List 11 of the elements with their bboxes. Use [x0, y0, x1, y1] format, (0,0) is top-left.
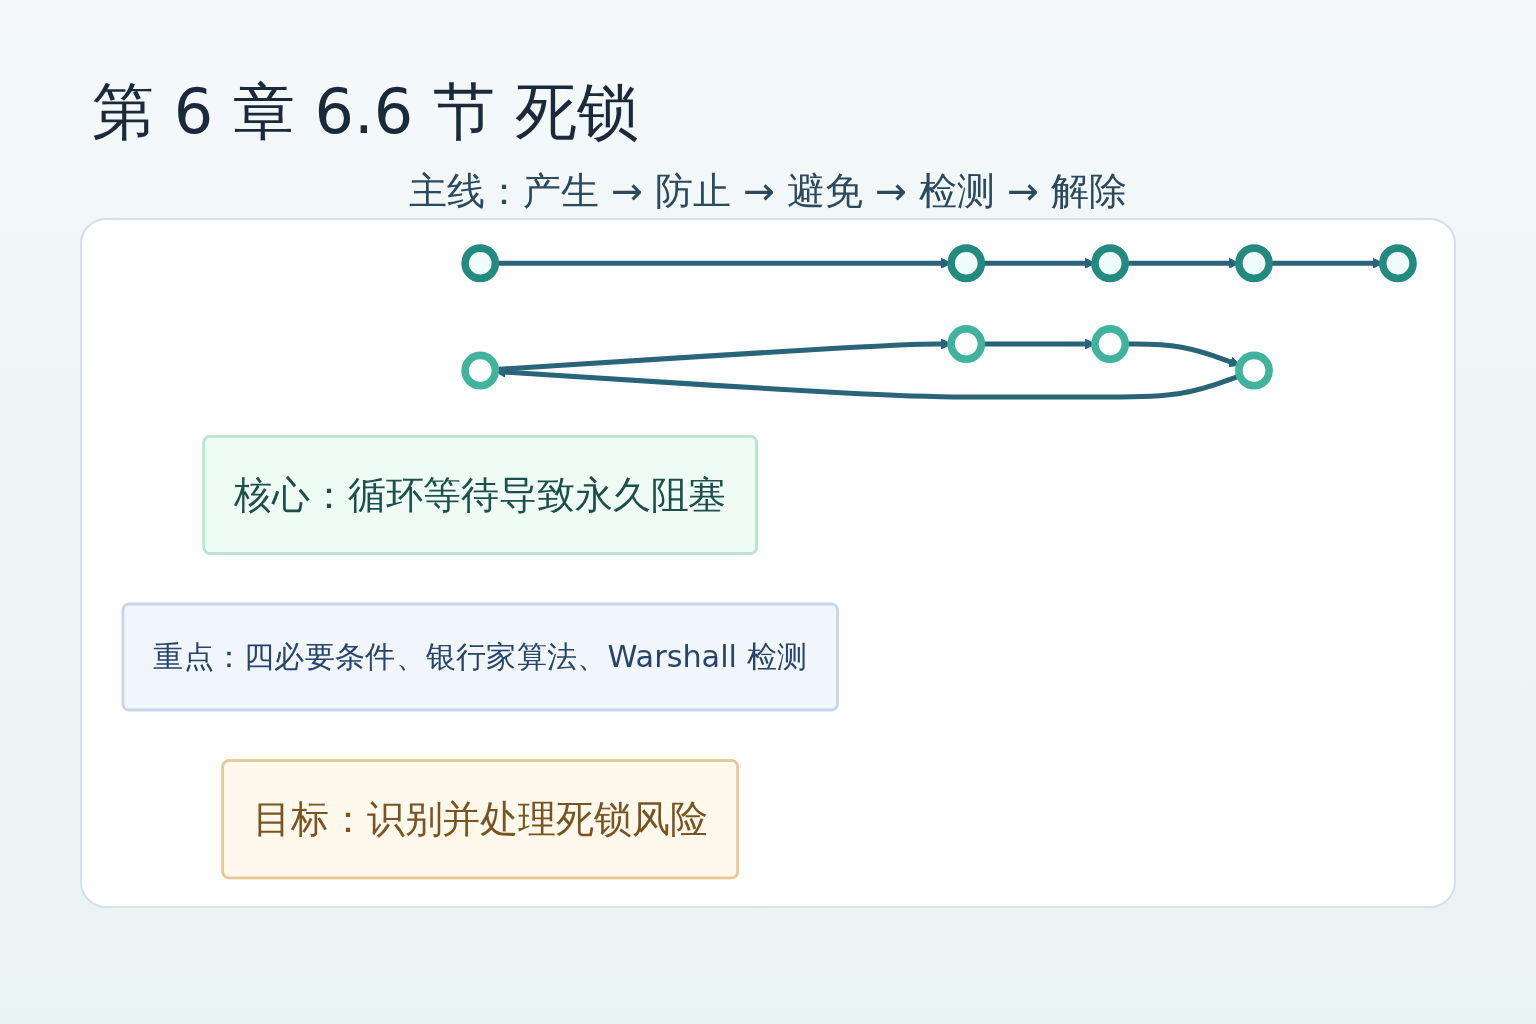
node-circle	[1235, 244, 1273, 283]
node-circle	[947, 244, 986, 283]
title: 第 6 章 6.6 节 死锁	[92, 74, 639, 150]
node-circle	[461, 244, 500, 283]
node-circle	[1378, 244, 1417, 283]
node-circle	[947, 325, 986, 363]
node-circle	[1235, 351, 1273, 390]
subtitle: 主线：产生 → 防止 → 避免 → 检测 → 解除	[408, 168, 1128, 215]
node-circle	[1091, 244, 1130, 283]
node-circle	[1091, 325, 1130, 363]
node-circle	[461, 351, 500, 390]
